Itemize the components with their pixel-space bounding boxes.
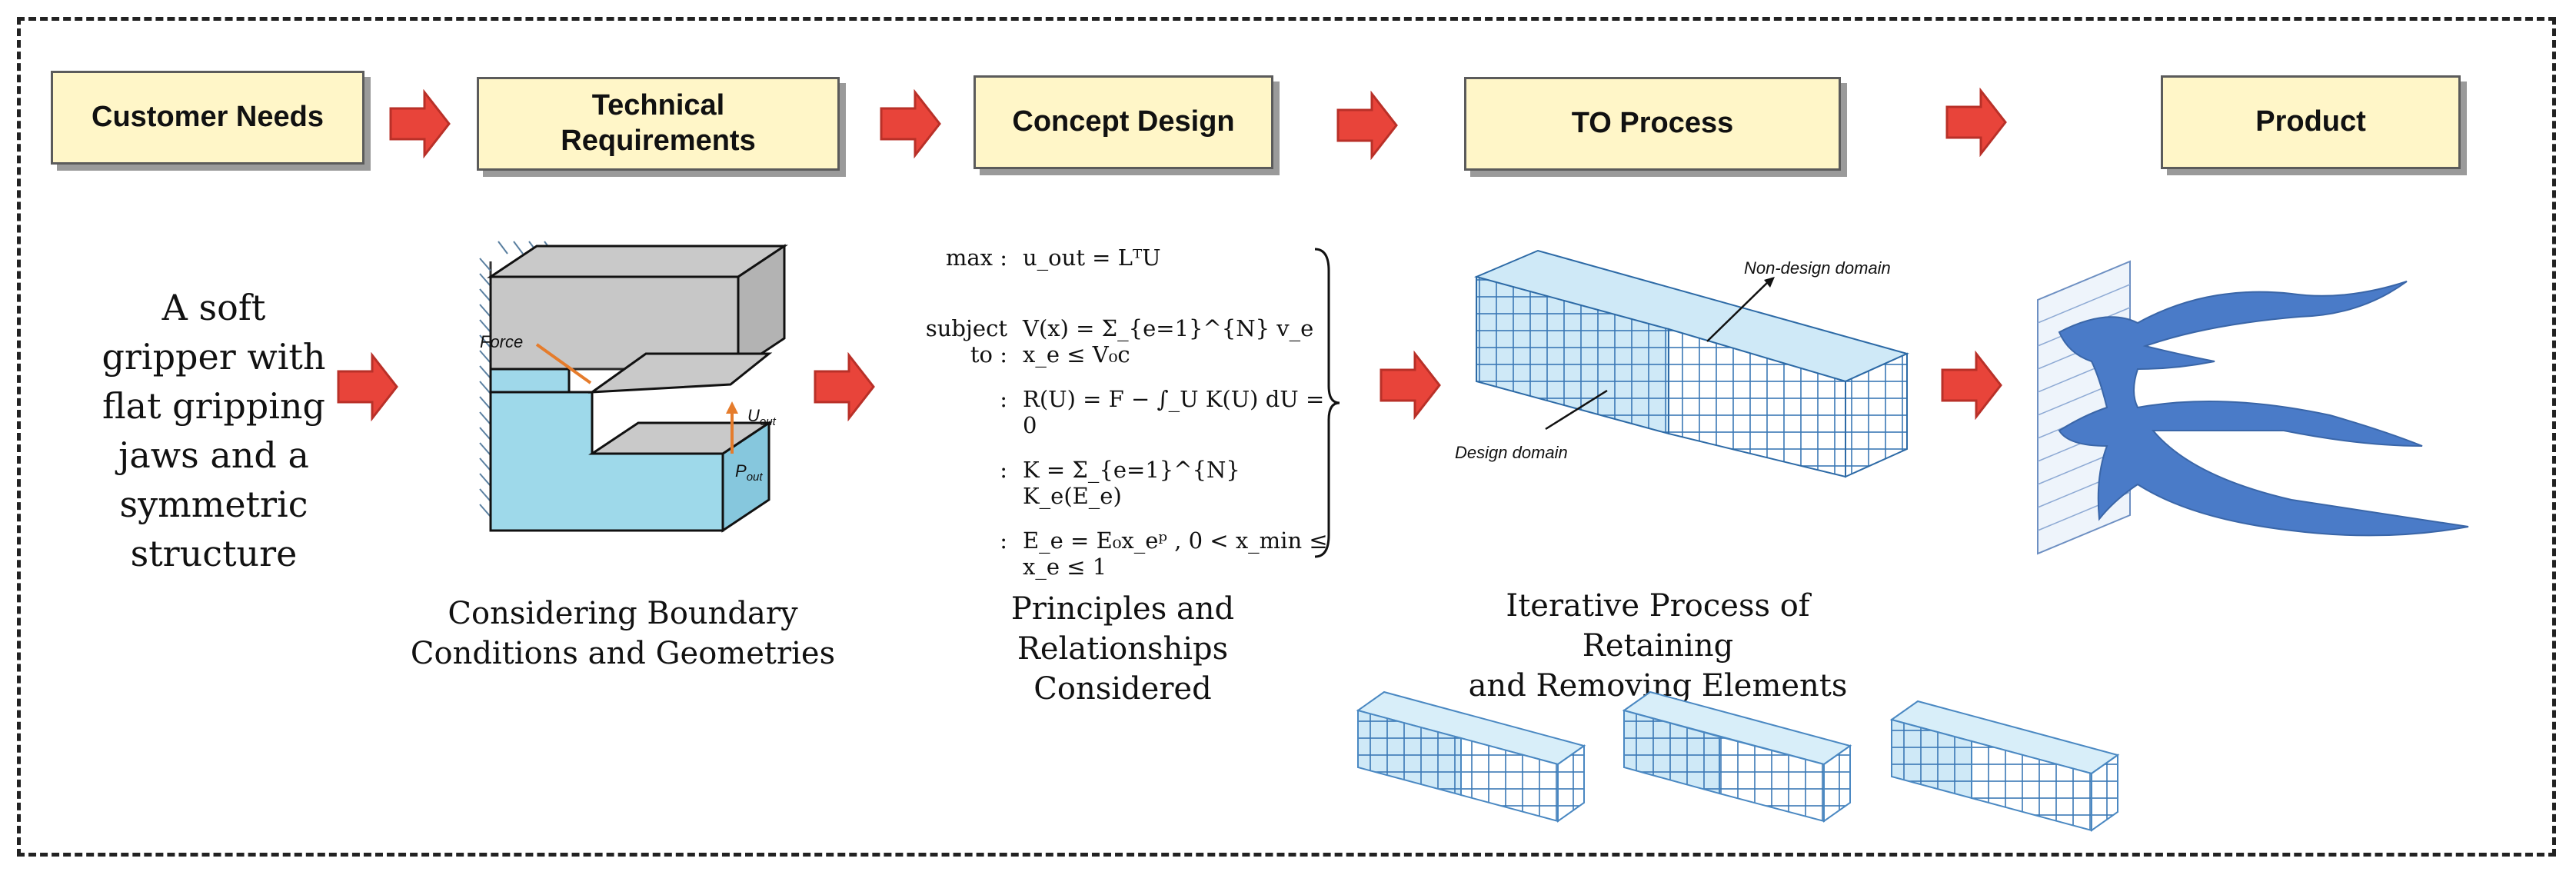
concept-caption: Principles and Relationships Considered bbox=[1010, 591, 1235, 707]
flow-arrow-3 bbox=[1336, 91, 1398, 160]
force-label: Force bbox=[480, 332, 523, 351]
iteration-mesh-1 bbox=[1356, 690, 1586, 823]
math-eq-3: R(U) = F − ∫_U K(U) dU = 0 bbox=[1023, 386, 1325, 438]
stage-to-process: TO Process bbox=[1464, 77, 1841, 171]
flow-arrow-7 bbox=[1380, 351, 1441, 420]
math-label-3: : bbox=[1000, 386, 1007, 412]
to-process-caption: Iterative Process of Retaining and Remov… bbox=[1468, 588, 1848, 704]
flow-arrow-8 bbox=[1941, 351, 2002, 420]
math-eq-1: u_out = LᵀU bbox=[1023, 245, 1161, 271]
iteration-mesh-2 bbox=[1622, 690, 1852, 823]
math-label-1: max : bbox=[945, 245, 1007, 271]
flow-arrow-5 bbox=[337, 352, 398, 421]
p-out-label: Pout bbox=[735, 461, 763, 484]
math-eq-5: E_e = E₀x_eᵖ , 0 < x_min ≤ x_e ≤ 1 bbox=[1023, 527, 1328, 580]
math-label-5: : bbox=[1000, 527, 1007, 554]
optimization-formulation: max : u_out = LᵀU subject to : V(x) = Σ_… bbox=[907, 238, 1338, 580]
flow-arrow-1 bbox=[389, 89, 451, 158]
gripper-boundary-figure: Force Uout Pout bbox=[479, 241, 788, 533]
math-eq-2: V(x) = Σ_{e=1}^{N} v_e x_e ≤ V₀c bbox=[1023, 315, 1314, 368]
flow-arrow-6 bbox=[814, 352, 875, 421]
flow-arrow-4 bbox=[1945, 88, 2007, 157]
u-out-label: Uout bbox=[747, 406, 777, 428]
flow-arrow-2 bbox=[880, 89, 941, 158]
math-eq-4: K = Σ_{e=1}^{N} K_e(E_e) bbox=[1023, 457, 1240, 509]
to-mesh-figure: Non-design domain Design domain bbox=[1455, 249, 1909, 478]
constraint-brace bbox=[1314, 248, 1340, 558]
diagram-frame bbox=[17, 17, 2556, 857]
stage-technical-requirements: Technical Requirements bbox=[477, 77, 840, 171]
non-design-domain-label: Non-design domain bbox=[1744, 258, 1891, 278]
product-gripper-figure bbox=[2037, 260, 2469, 555]
stage-product: Product bbox=[2161, 75, 2461, 169]
math-label-4: : bbox=[1000, 457, 1007, 483]
design-domain-label: Design domain bbox=[1455, 443, 1568, 462]
iteration-mesh-3 bbox=[1889, 700, 2120, 832]
technical-caption: Considering Boundary Conditions and Geom… bbox=[410, 596, 836, 671]
stage-concept-design: Concept Design bbox=[973, 75, 1273, 169]
stage-customer-needs: Customer Needs bbox=[51, 71, 364, 165]
math-label-2: subject to : bbox=[925, 315, 1007, 368]
customer-need-description: A soft gripper with flat gripping jaws a… bbox=[102, 287, 326, 574]
